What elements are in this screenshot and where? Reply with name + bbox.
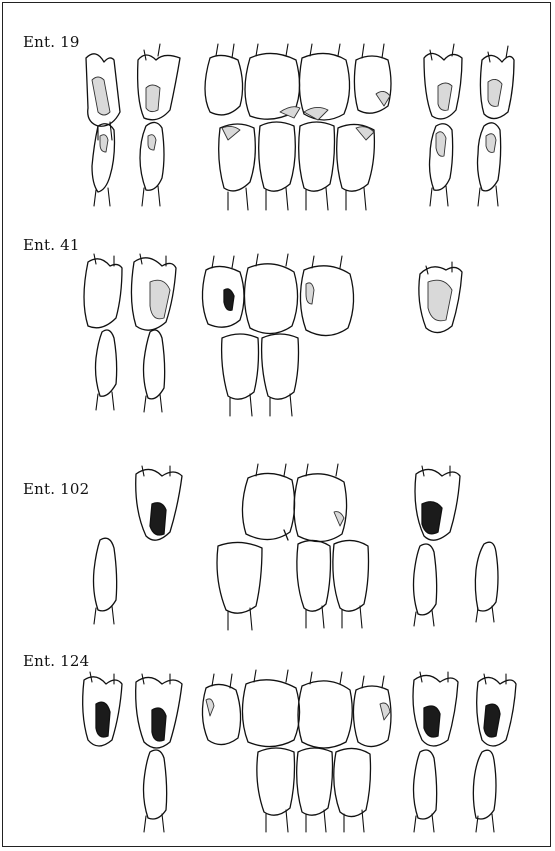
upper-premolar-3 [415, 466, 460, 540]
lower-incisor-2 [297, 748, 333, 832]
lower-incisor-3 [334, 748, 371, 832]
upper-central-incisor-right [299, 44, 349, 120]
lower-premolar-4 [478, 123, 501, 206]
group-ent-41 [84, 254, 462, 416]
upper-central-incisor-left [245, 44, 300, 119]
lower-incisor-4 [337, 124, 375, 210]
lower-premolar-4 [475, 542, 498, 622]
lower-incisor-3 [333, 540, 369, 628]
lower-incisor-1 [222, 334, 259, 416]
upper-premolar-1 [84, 254, 122, 328]
upper-premolar-3 [419, 262, 462, 333]
upper-lateral-incisor-right [354, 44, 391, 113]
group-ent-19 [86, 44, 514, 210]
upper-central-incisor-right [298, 672, 352, 748]
upper-lateral-incisor-left [202, 674, 240, 745]
upper-central-incisor-left [242, 464, 294, 540]
upper-premolar-3 [424, 44, 462, 119]
lower-incisor-2 [259, 122, 296, 210]
group-ent-124 [83, 670, 516, 832]
upper-premolar-2 [136, 466, 182, 540]
upper-central-incisor-right [294, 464, 347, 542]
lower-incisor-1 [219, 124, 256, 210]
upper-premolar-2 [131, 254, 176, 330]
lower-incisor-1 [217, 542, 262, 630]
upper-premolar-4 [477, 674, 516, 746]
upper-premolar-4 [480, 46, 514, 119]
upper-premolar-2 [138, 44, 180, 120]
lower-premolar-2 [144, 330, 165, 412]
lower-premolar-4 [473, 750, 496, 832]
upper-lateral-incisor-left [205, 44, 243, 115]
lower-premolar-1 [144, 750, 167, 832]
upper-premolar-2 [136, 674, 182, 748]
upper-lateral-incisor-left [202, 256, 244, 327]
upper-central-incisor-left [244, 254, 297, 334]
lower-incisor-2 [262, 334, 299, 416]
group-ent-102 [94, 464, 499, 630]
lower-incisor-3 [299, 122, 335, 210]
lower-premolar-1 [94, 538, 117, 624]
lower-incisor-2 [297, 540, 331, 628]
upper-lateral-incisor-right [353, 676, 391, 747]
upper-central-incisor-right [300, 256, 353, 336]
lower-premolar-1 [96, 330, 117, 410]
upper-premolar-1 [83, 672, 122, 746]
lower-premolar-3 [414, 750, 437, 832]
upper-premolar-3 [413, 672, 458, 746]
lower-premolar-3 [414, 544, 437, 626]
upper-premolar-1 [86, 54, 120, 140]
lower-premolar-3 [430, 124, 453, 206]
lower-incisor-1 [257, 748, 295, 832]
upper-central-incisor-left [242, 670, 299, 747]
lower-premolar-2 [140, 122, 164, 206]
